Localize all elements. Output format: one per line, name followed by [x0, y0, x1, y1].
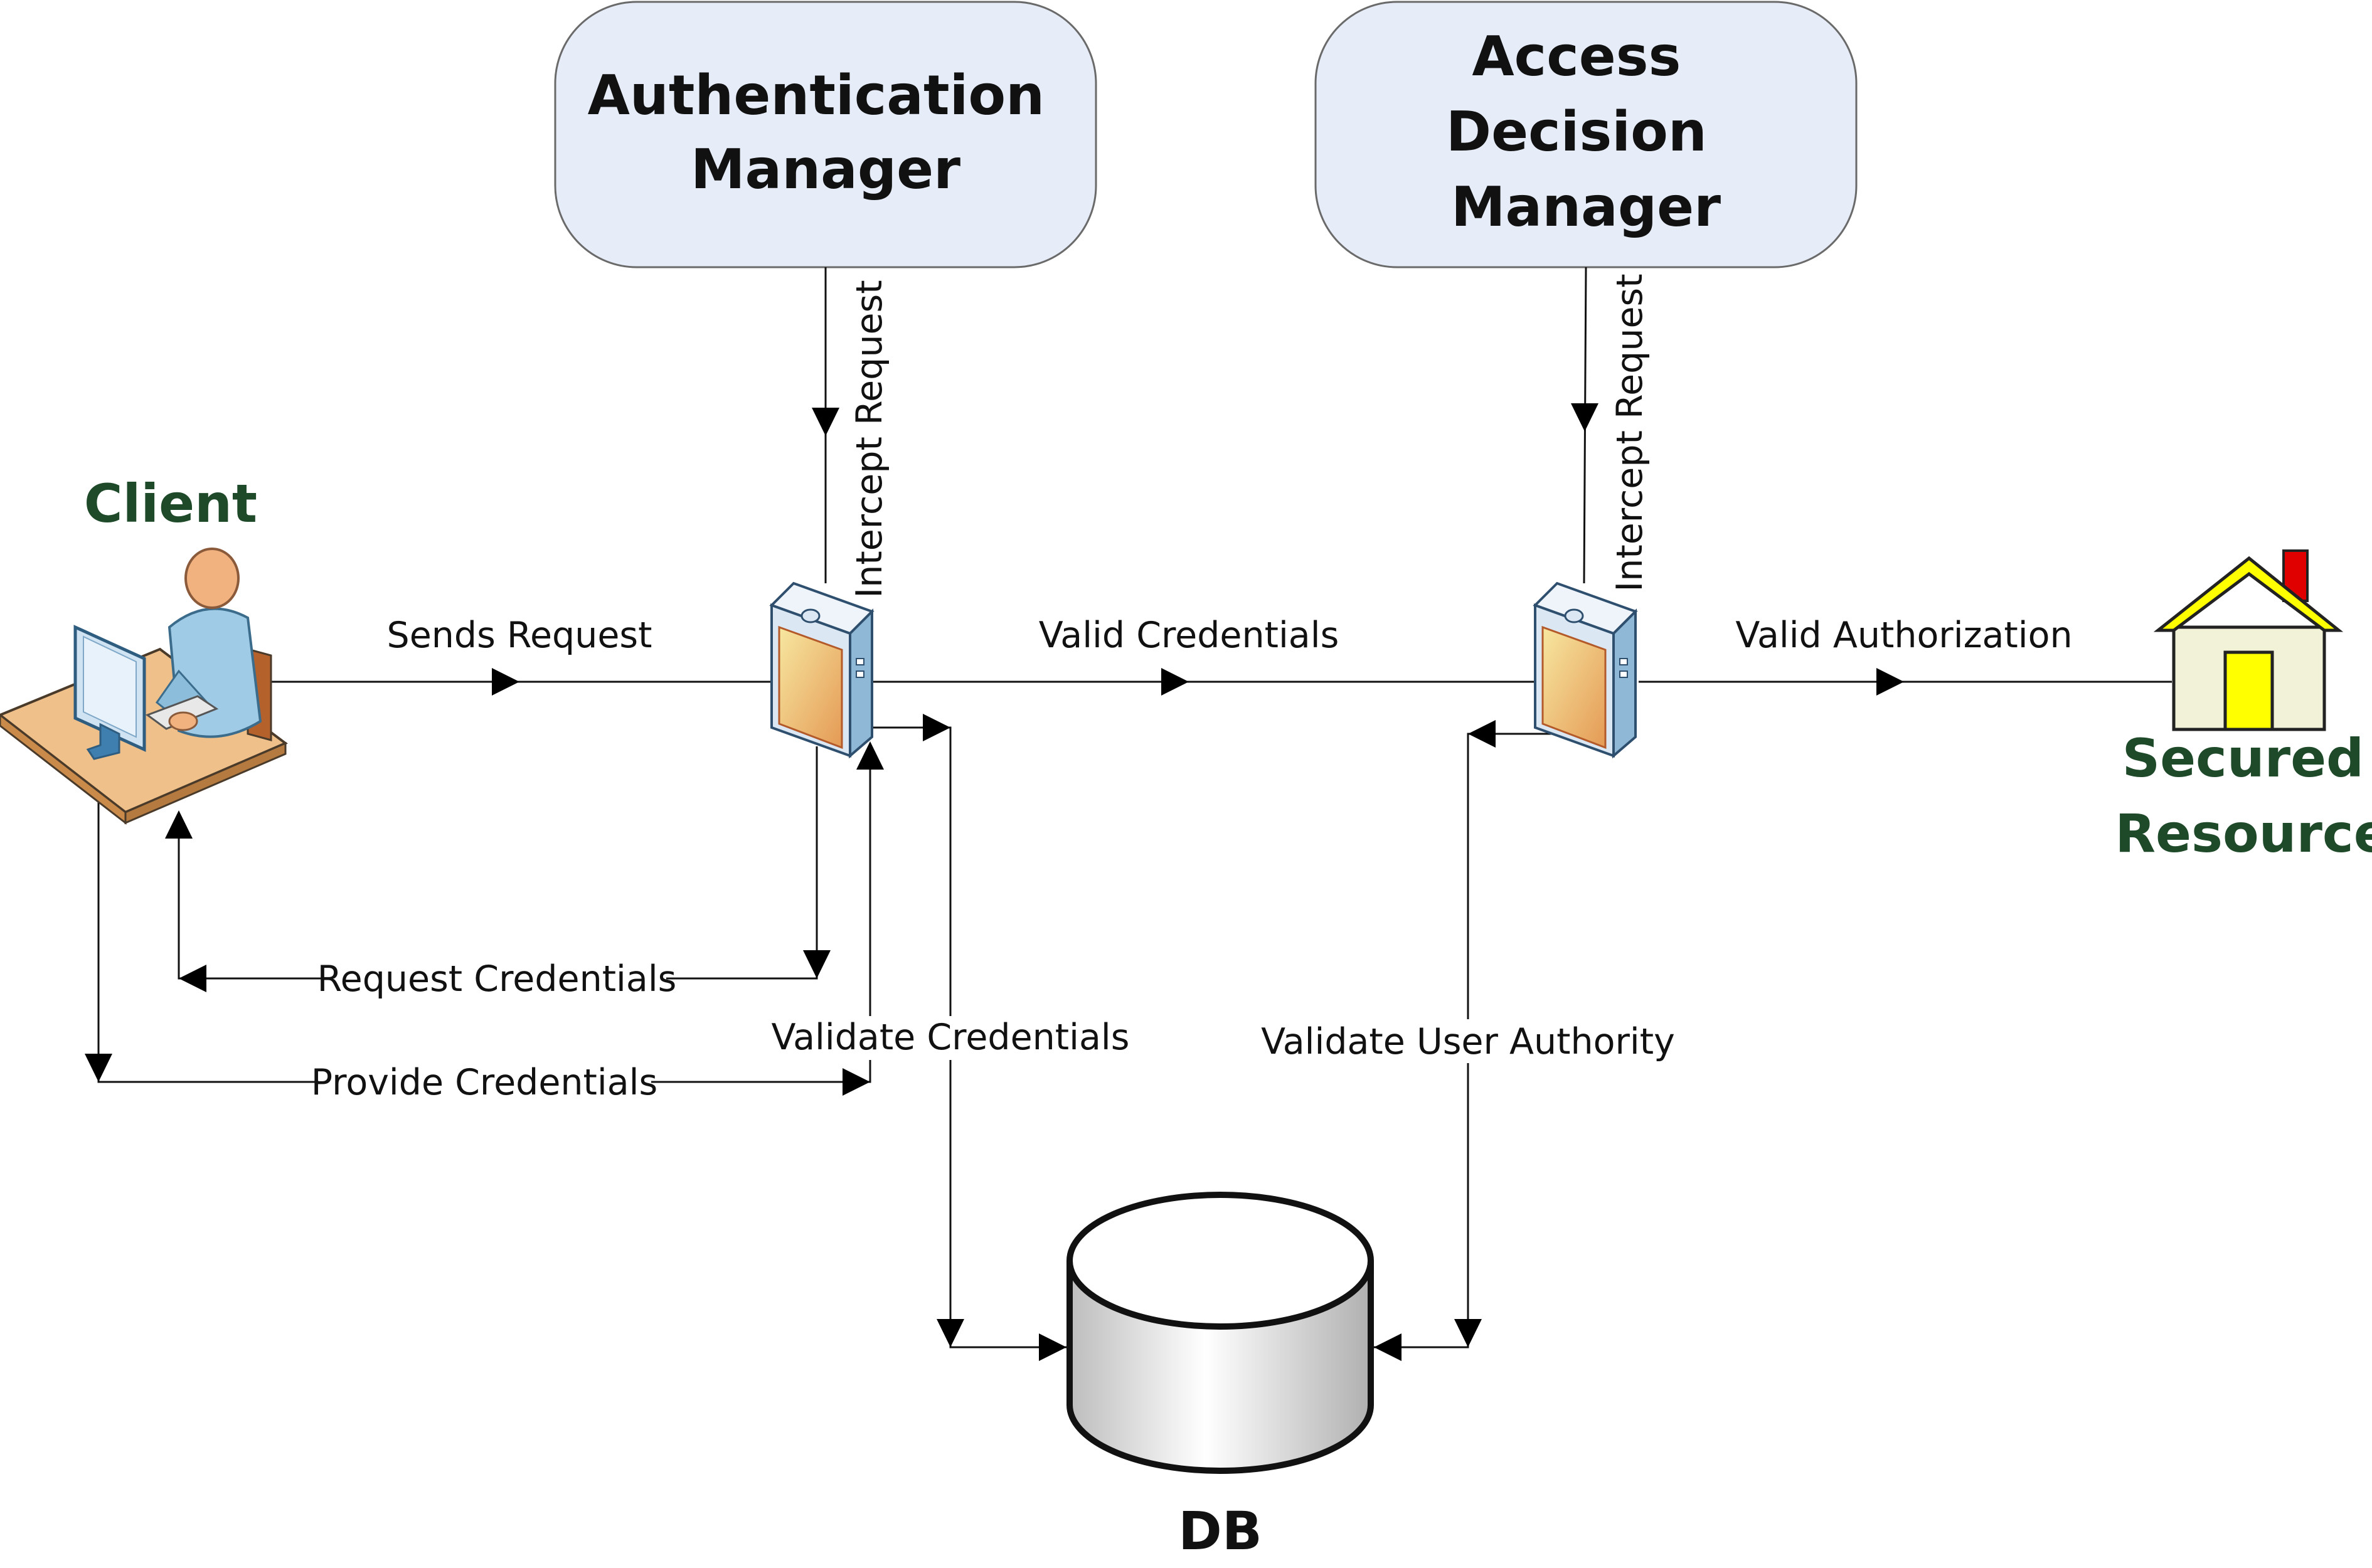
arrow-request-credentials-down — [803, 950, 831, 978]
secured-resource-label-line-2: Resource — [2115, 803, 2372, 864]
arrow-validate-authority-left — [1468, 720, 1496, 748]
arrow-valid-credentials — [1161, 668, 1189, 696]
label-validate-credentials: Validate Credentials — [772, 1017, 1130, 1058]
arrow-provide-credentials-up — [856, 741, 884, 770]
authentication-manager-box: Authentication Manager — [554, 1, 1097, 268]
access-manager-title-line-1: Access — [1472, 24, 1681, 88]
label-valid-authorization: Valid Authorization — [1735, 615, 2072, 656]
server-filter-icon — [769, 581, 875, 759]
arrow-provide-credentials-right — [843, 1068, 870, 1096]
arrowheads — [85, 403, 1904, 1361]
arrow-valid-authorization — [1876, 668, 1904, 696]
arrow-intercept-auth — [812, 408, 839, 436]
label-sends-request: Sends Request — [387, 615, 652, 656]
arrow-validate-credentials-db — [1039, 1333, 1066, 1361]
edge-labels: Sends Request Valid Credentials Valid Au… — [311, 273, 2073, 1104]
arrow-request-credentials-left — [179, 965, 206, 992]
db-label: DB — [1178, 1500, 1262, 1562]
arrow-validate-credentials-right — [923, 714, 950, 741]
database-cylinder-icon — [1066, 1192, 1374, 1474]
access-manager-title-line-2: Decision — [1446, 100, 1707, 164]
access-manager-title-line-3: Manager — [1451, 175, 1721, 239]
arrow-validate-credentials-down — [937, 1319, 964, 1347]
label-intercept-request-auth: Intercept Request — [849, 280, 890, 598]
svg-text:Authentication Manager: Authentication Manager — [588, 63, 1064, 201]
label-provide-credentials: Provide Credentials — [311, 1062, 657, 1103]
arrow-request-credentials-up — [165, 810, 193, 839]
auth-manager-title-line-1: Authentication — [588, 63, 1045, 127]
server-filter-icon — [1533, 581, 1638, 759]
person-at-computer-icon — [0, 548, 288, 825]
access-decision-manager-box: Access Decision Manager — [1314, 1, 1858, 268]
label-valid-credentials: Valid Credentials — [1039, 615, 1339, 656]
svg-text:Secured Resource: Secured Resource — [2115, 728, 2372, 864]
arrow-intercept-access — [1571, 403, 1598, 432]
auth-filter-node — [769, 581, 875, 759]
client-node: Client — [0, 473, 288, 825]
arrow-sends-request — [492, 668, 519, 696]
secured-resource-label-line-1: Secured — [2122, 728, 2364, 789]
arrow-provide-credentials-down — [85, 1054, 112, 1082]
label-intercept-request-access: Intercept Request — [1609, 273, 1651, 591]
arrow-validate-authority-db — [1374, 1333, 1401, 1361]
client-label: Client — [84, 473, 257, 534]
label-validate-user-authority: Validate User Authority — [1261, 1021, 1675, 1062]
arrow-validate-authority-down — [1454, 1319, 1482, 1347]
access-filter-node — [1533, 581, 1638, 759]
connectors — [97, 267, 2172, 1348]
secured-resource-node: Secured Resource — [2115, 549, 2372, 864]
label-request-credentials: Request Credentials — [317, 958, 677, 1000]
db-node: DB — [1066, 1192, 1374, 1562]
house-icon — [2153, 549, 2344, 731]
auth-manager-title-line-2: Manager — [691, 137, 960, 201]
svg-text:Access Decision Ma: Access Decision Manager — [1446, 24, 1726, 239]
